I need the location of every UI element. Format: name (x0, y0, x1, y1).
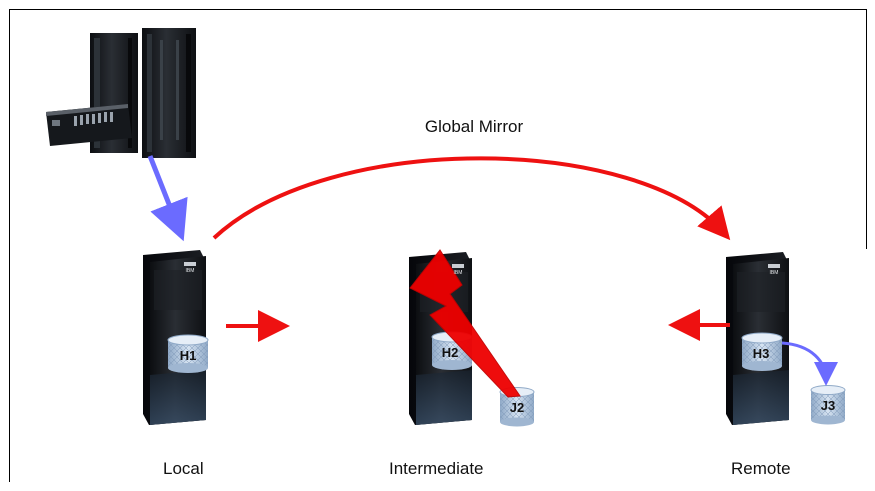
failure-lightning-icon (409, 249, 521, 398)
site-label-remote: Remote (731, 459, 791, 478)
j3-label: J3 (821, 398, 835, 413)
ibm-badge-intermediate: IBM (454, 270, 463, 276)
h3-label: H3 (753, 346, 770, 361)
h1-volume-icon (167, 334, 209, 373)
h3-to-j3-arrow (781, 341, 838, 386)
ibm-badge-local: IBM (186, 268, 195, 274)
diagram-frame-edge (866, 9, 867, 249)
ibm-badge-remote: IBM (770, 270, 779, 276)
j2-label: J2 (510, 400, 524, 415)
h1-label: H1 (180, 348, 197, 363)
host-to-local-arrow (147, 155, 188, 242)
diagram-frame (9, 9, 866, 482)
global-mirror-label: Global Mirror (425, 117, 524, 136)
host-systems-icon (46, 28, 196, 158)
h2-label: H2 (442, 345, 459, 360)
global-mirror-arc (212, 156, 731, 241)
h3-volume-icon (741, 332, 783, 371)
site-label-local: Local (163, 459, 204, 478)
site-label-intermediate: Intermediate (389, 459, 484, 478)
j3-journal-icon (810, 385, 846, 425)
